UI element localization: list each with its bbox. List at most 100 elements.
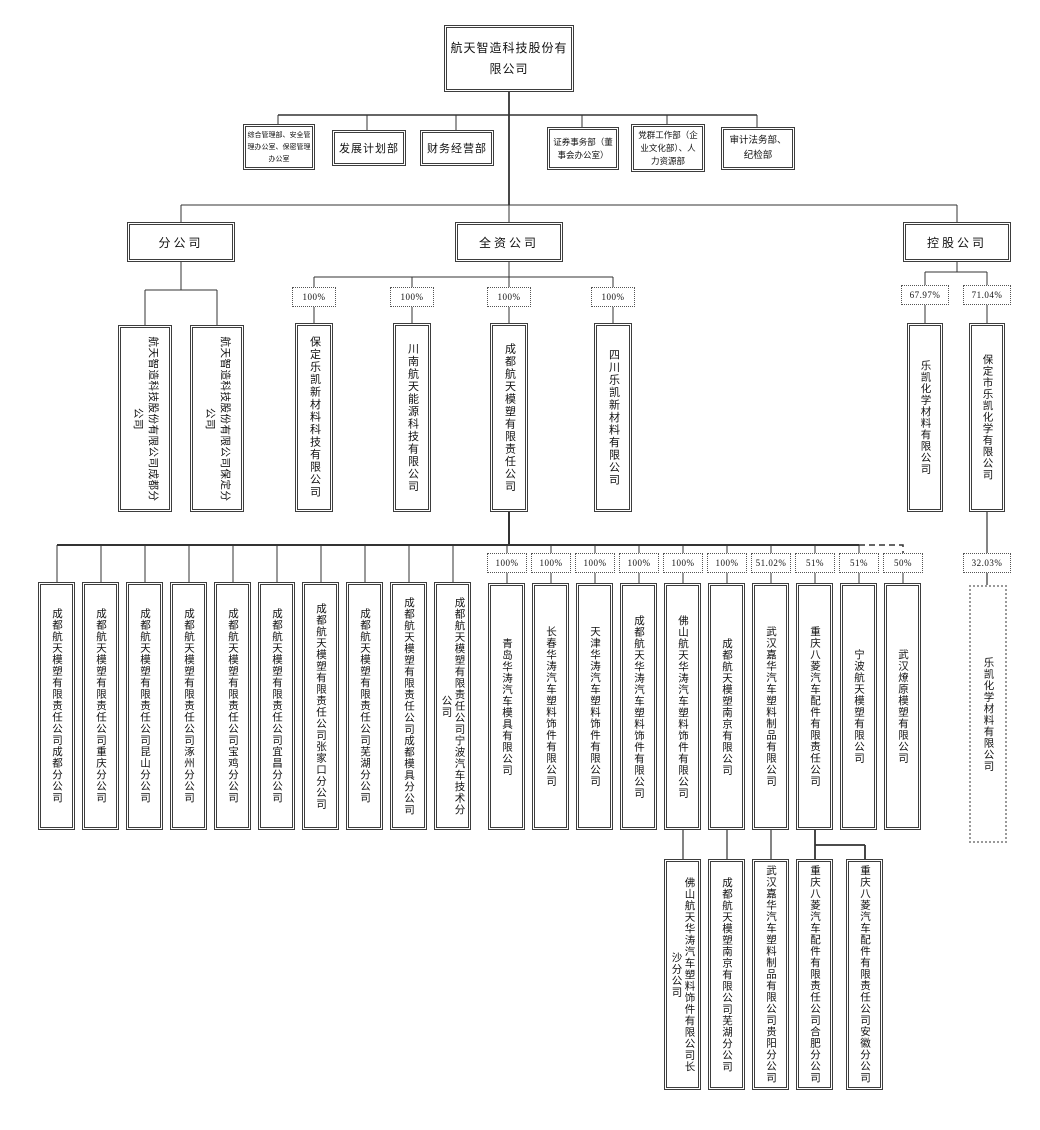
company-box-baling-hefei-branch: 重庆八菱汽车配件有限责任公司合肥分公司 — [796, 859, 833, 1090]
dept-label: 审计法务部、 纪检部 — [729, 135, 787, 161]
company-label: 重庆八菱汽车配件有限责任公司合肥分公司 — [809, 865, 820, 1084]
percent-value: 51% — [850, 558, 868, 568]
company-box-wuhan-liaoyuan: 武汉燎原模塑有限公司 — [884, 583, 921, 830]
company-box-moulding-branch-baoji: 成都航天模塑有限责任公司宝鸡分公司 — [214, 582, 251, 830]
company-box-nanjing-moulding: 成都航天模塑南京有限公司 — [708, 583, 745, 830]
dept-label: 证券事务部（董 事会办公室） — [553, 136, 613, 160]
company-label: 武汉嘉华汽车塑料制品有限公司 — [765, 626, 776, 787]
percent-value: 51.02% — [755, 558, 787, 568]
company-box-moulding-branch-ningbo-tech: 成都航天模塑有限责任公司宁波汽车技术分 公司 — [434, 582, 471, 830]
company-label: 成都航天模塑有限责任公司宁波汽车技术分 公司 — [440, 596, 465, 816]
percent-label: 71.04% — [963, 285, 1011, 305]
company-label: 成都航天华涛汽车塑料饰件有限公司 — [633, 614, 644, 799]
company-box-lucky-chemical: 乐凯化学材料有限公司 — [907, 323, 943, 512]
company-label: 成都航天模塑有限责任公司昆山分公司 — [139, 608, 150, 804]
company-box-qingdao-huatao: 青岛华涛汽车模具有限公司 — [488, 583, 525, 830]
company-box-changchun-huatao: 长春华涛汽车塑料饰件有限公司 — [532, 583, 569, 830]
company-label: 乐凯化学材料有限公司 — [919, 360, 931, 475]
percent-value: 51% — [806, 558, 824, 568]
company-box-chuannan-aerospace-energy: 川南航天能源科技有限公司 — [393, 323, 431, 512]
company-label: 成都航天模塑南京有限公司芜湖分公司 — [721, 876, 732, 1073]
org-box-root-label: 航天智造科技股份有 限公司 — [450, 40, 568, 76]
percent-label: 51% — [795, 553, 835, 573]
percent-value: 50% — [894, 558, 912, 568]
company-label: 重庆八菱汽车配件有限责任公司 — [809, 626, 820, 787]
company-box-moulding-branch-zhangjiakou: 成都航天模塑有限责任公司张家口分公司 — [302, 582, 339, 830]
company-label: 成都航天模塑有限责任公司涿州分公司 — [183, 608, 194, 804]
company-box-baoding-lucky-new-material: 保定乐凯新材料科技有限公司 — [295, 323, 333, 512]
company-box-ningbo-moulding: 宁波航天模塑有限公司 — [840, 583, 877, 830]
company-label: 宁波航天模塑有限公司 — [853, 649, 864, 764]
percent-label: 100% — [487, 287, 531, 307]
company-label: 成都航天模塑南京有限公司 — [721, 637, 732, 776]
category-box-holding: 控股公司 — [903, 222, 1011, 262]
company-box-sichuan-lucky-new-material: 四川乐凯新材料有限公司 — [594, 323, 632, 512]
dept-label: 财务经营部 — [427, 143, 487, 155]
company-box-moulding-branch-yichang: 成都航天模塑有限责任公司宜昌分公司 — [258, 582, 295, 830]
company-box-nanjing-wuhu-branch: 成都航天模塑南京有限公司芜湖分公司 — [708, 859, 745, 1090]
company-label: 乐凯化学材料有限公司 — [982, 656, 994, 772]
category-label: 全资公司 — [478, 235, 539, 250]
company-box-baoding-branch: 航天智造科技股份有限公司保定分 公司 — [190, 325, 244, 512]
dept-label: 综合管理部、安全管 理办公室、保密管理 办公室 — [247, 131, 311, 163]
company-box-foshan-changsha-branch: 佛山航天华涛汽车塑料饰件有限公司长 沙分公司 — [664, 859, 701, 1090]
company-label: 重庆八菱汽车配件有限责任公司安徽分公司 — [859, 865, 870, 1084]
company-box-moulding-branch-wuhu: 成都航天模塑有限责任公司芜湖分公司 — [346, 582, 383, 830]
company-box-moulding-branch-chengdu: 成都航天模塑有限责任公司成都分公司 — [38, 582, 75, 830]
percent-value: 71.04% — [971, 290, 1003, 300]
dept-box-finance-operations: 财务经营部 — [420, 130, 494, 166]
percent-label: 100% — [663, 553, 703, 573]
company-label: 青岛华涛汽车模具有限公司 — [501, 637, 512, 776]
dept-box-securities-affairs: 证券事务部（董 事会办公室） — [547, 127, 619, 170]
company-label: 长春华涛汽车塑料饰件有限公司 — [545, 626, 556, 787]
category-box-wholly-owned: 全资公司 — [455, 222, 563, 262]
dept-box-party-hr: 党群工作部（企 业文化部）、人 力资源部 — [631, 124, 705, 172]
percent-value: 100% — [601, 292, 625, 302]
percent-value: 100% — [400, 292, 424, 302]
company-box-moulding-branch-kunshan: 成都航天模塑有限责任公司昆山分公司 — [126, 582, 163, 830]
dept-label: 发展计划部 — [339, 143, 399, 155]
percent-value: 100% — [627, 558, 651, 568]
company-label: 成都航天模塑有限责任公司宜昌分公司 — [271, 608, 282, 804]
percent-label: 100% — [619, 553, 659, 573]
company-label: 航天智造科技股份有限公司保定分 公司 — [204, 336, 230, 501]
company-label: 成都航天模塑有限责任公司宝鸡分公司 — [227, 608, 238, 804]
percent-value: 32.03% — [971, 558, 1003, 568]
company-box-chongqing-baling: 重庆八菱汽车配件有限责任公司 — [796, 583, 833, 830]
percent-label: 100% — [487, 553, 527, 573]
company-box-moulding-branch-zhuozhou: 成都航天模塑有限责任公司涿州分公司 — [170, 582, 207, 830]
company-label: 武汉燎原模塑有限公司 — [897, 649, 908, 764]
company-label: 成都航天模塑有限责任公司成都模具分公司 — [403, 596, 414, 816]
percent-label: 51.02% — [751, 553, 791, 573]
percent-value: 100% — [302, 292, 326, 302]
percent-label: 51% — [839, 553, 879, 573]
dept-box-development-planning: 发展计划部 — [332, 130, 406, 166]
company-label: 成都航天模塑有限责任公司重庆分公司 — [95, 608, 106, 804]
percent-label: 100% — [707, 553, 747, 573]
company-box-jiahua-guiyang-branch: 武汉嘉华汽车塑料制品有限公司贵阳分公司 — [752, 859, 789, 1090]
category-box-branch: 分公司 — [127, 222, 235, 262]
company-label: 航天智造科技股份有限公司成都分 公司 — [132, 336, 158, 501]
dept-box-audit-legal: 审计法务部、 纪检部 — [721, 127, 795, 170]
percent-value: 100% — [715, 558, 739, 568]
percent-label: 50% — [883, 553, 923, 573]
company-label: 川南航天能源科技有限公司 — [406, 342, 419, 493]
company-label: 天津华涛汽车塑料饰件有限公司 — [589, 626, 600, 787]
category-label: 控股公司 — [926, 235, 987, 250]
percent-value: 100% — [583, 558, 607, 568]
company-box-lucky-chemical-associate: 乐凯化学材料有限公司 — [969, 585, 1007, 843]
category-label: 分公司 — [158, 235, 204, 250]
percent-value: 100% — [671, 558, 695, 568]
company-box-moulding-branch-chengdu-mould: 成都航天模塑有限责任公司成都模具分公司 — [390, 582, 427, 830]
dept-label: 党群工作部（企 业文化部）、人 力资源部 — [638, 129, 698, 166]
dept-box-general-admin: 综合管理部、安全管 理办公室、保密管理 办公室 — [243, 124, 315, 170]
company-box-foshan-huatao: 佛山航天华涛汽车塑料饰件有限公司 — [664, 583, 701, 830]
company-box-chengdu-aerospace-moulding: 成都航天模塑有限责任公司 — [490, 323, 528, 512]
percent-label: 100% — [591, 287, 635, 307]
company-label: 成都航天模塑有限责任公司芜湖分公司 — [359, 608, 370, 804]
company-label: 佛山航天华涛汽车塑料饰件有限公司长 沙分公司 — [670, 876, 695, 1073]
percent-value: 100% — [497, 292, 521, 302]
company-label: 成都航天模塑有限责任公司 — [503, 342, 516, 493]
